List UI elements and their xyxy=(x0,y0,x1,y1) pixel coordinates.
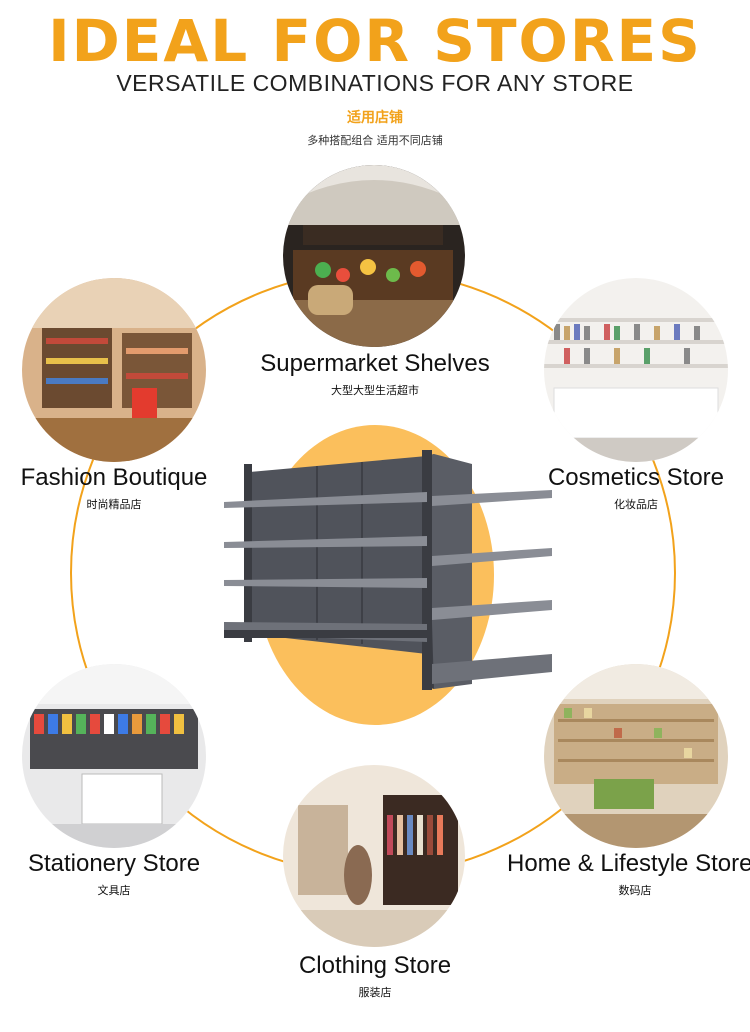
stationery-photo xyxy=(22,664,206,848)
stationery-cn-label: 文具店 xyxy=(97,884,131,897)
gondola-shelf-image xyxy=(224,450,552,690)
fashion-boutique-cn-label: 时尚精品店 xyxy=(86,498,142,511)
cosmetics-cn-label: 化妆品店 xyxy=(614,498,658,511)
cn-title: 适用店铺 xyxy=(347,110,403,126)
home-lifestyle-photo xyxy=(544,664,728,848)
cosmetics-label: Cosmetics Store xyxy=(547,464,725,491)
cosmetics-photo xyxy=(544,278,728,462)
page-subtitle: VERSATILE COMBINATIONS FOR ANY STORE xyxy=(116,70,634,96)
stationery-label: Stationery Store xyxy=(27,850,201,877)
supermarket-photo xyxy=(283,165,465,347)
home-lifestyle-cn-label: 数码店 xyxy=(618,884,652,897)
supermarket-label: Supermarket Shelves xyxy=(260,350,490,377)
clothing-store-label: Clothing Store xyxy=(298,952,452,979)
clothing-store-photo xyxy=(283,765,465,947)
fashion-boutique-label: Fashion Boutique xyxy=(20,464,208,491)
clothing-store-cn-label: 服装店 xyxy=(358,986,392,999)
home-lifestyle-label-clip: Home & Lifestyle Store xyxy=(480,850,750,880)
supermarket-cn-label: 大型大型生活超市 xyxy=(331,384,419,397)
home-lifestyle-label: Home & Lifestyle Store xyxy=(507,850,750,877)
fashion-boutique-photo xyxy=(22,278,206,462)
page-title: IDEAL FOR STORES xyxy=(48,7,702,75)
cn-subtitle: 多种搭配组合 适用不同店铺 xyxy=(307,134,443,147)
